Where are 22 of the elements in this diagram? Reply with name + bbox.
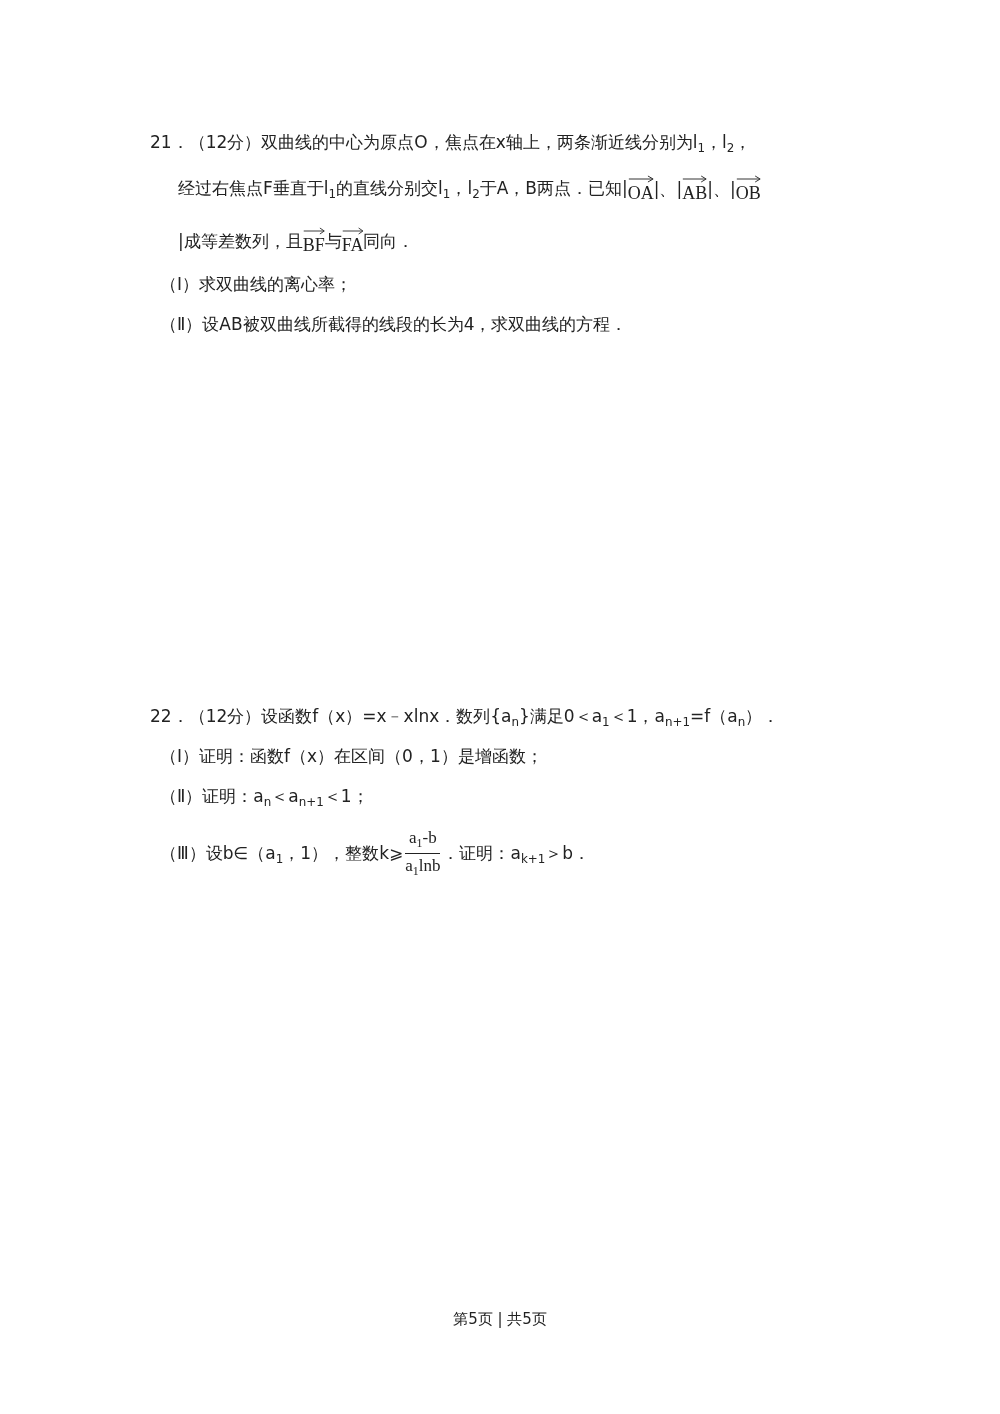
- question-text: 21．（12分）双曲线的中心为原点O，焦点在x轴上，两条渐近线分别为l$_{1}$，l$_{2}$，: [150, 131, 752, 156]
- vector-label: OB: [735, 183, 761, 203]
- question-text: 经过右焦点F垂直于l$_{1}$的直线分别交l$_{1}$，l$_{2}$于A，B两点．已知|: [178, 176, 628, 202]
- question-text: （Ⅲ）设b∈（a$_{1}$，1），整数k⩾: [160, 841, 404, 867]
- question-text: （Ⅱ）证明：a$_{n}$＜a$_{n+1}$＜1；: [160, 785, 369, 810]
- vector-label: AB: [682, 183, 708, 203]
- question-text: |成等差数列，且: [178, 229, 303, 253]
- question-text: |、|: [653, 177, 683, 201]
- vector-label: BF: [302, 235, 325, 255]
- question-text: （Ⅰ）求双曲线的离心率；: [160, 273, 352, 296]
- fraction-numerator: a$_{1}$-b: [409, 828, 437, 852]
- question-text: 22．（12分）设函数f（x）=x﹣xlnx．数列{a$_{n}$}满足0＜a$_{1}$＜1，a$_{n+1}$=f（a$_{n}$）．: [150, 705, 780, 730]
- page-number: 第5页 | 共5页: [453, 1310, 547, 1329]
- fraction-denominator: a$_{1}$lnb: [405, 856, 441, 880]
- question-text: ．证明：a$_{k+1}$＞b．: [442, 841, 591, 867]
- question-text: |、|: [707, 177, 736, 201]
- question-text: 同向．: [363, 229, 415, 253]
- question-text: （Ⅱ）设AB被双曲线所截得的线段的长为4，求双曲线的方程．: [160, 313, 628, 336]
- question-text: 与: [324, 229, 342, 253]
- question-text: （Ⅰ）证明：函数f（x）在区间（0，1）是增函数；: [160, 745, 543, 768]
- vector-label: OA: [627, 183, 654, 203]
- vector-label: FA: [341, 235, 364, 255]
